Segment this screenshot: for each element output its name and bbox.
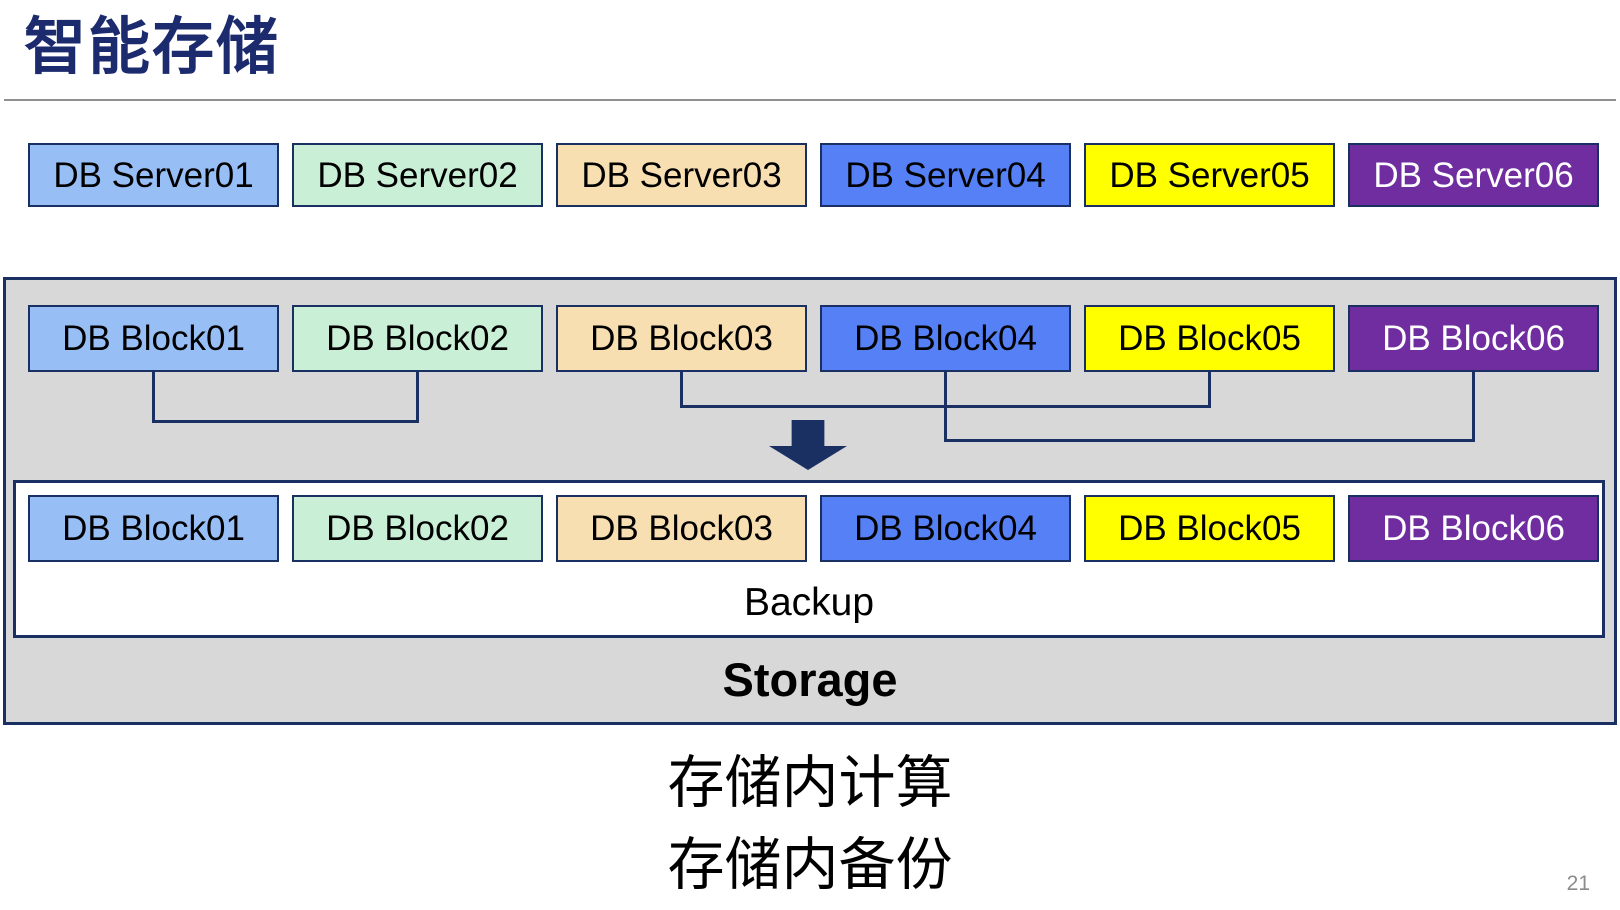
- title-divider: [4, 99, 1616, 101]
- caption-line-1: 存储内计算: [667, 751, 953, 815]
- box-db-block02-backup: DB Block02: [292, 495, 543, 562]
- storage-label: Storage: [722, 653, 898, 706]
- connector-b01-b02-left: [152, 372, 155, 423]
- connector-b03-b05-right: [1208, 372, 1211, 408]
- caption-line-2: 存储内备份: [667, 833, 953, 897]
- page-title: 智能存储: [24, 13, 281, 82]
- page-number: 21: [1566, 872, 1590, 895]
- box-db-block02-top: DB Block02: [292, 305, 543, 372]
- box-db-server05: DB Server05: [1084, 143, 1335, 207]
- backup-label: Backup: [743, 581, 875, 624]
- connector-b03-b05-left: [680, 372, 683, 408]
- box-db-block03-backup: DB Block03: [556, 495, 807, 562]
- connector-b01-b02-bar: [152, 420, 419, 423]
- box-db-block05-top: DB Block05: [1084, 305, 1335, 372]
- connector-b04-b06-left: [944, 372, 947, 442]
- box-db-block04-top: DB Block04: [820, 305, 1071, 372]
- box-db-block03-top: DB Block03: [556, 305, 807, 372]
- box-db-block05-backup: DB Block05: [1084, 495, 1335, 562]
- box-db-block01-top: DB Block01: [28, 305, 279, 372]
- box-db-server02: DB Server02: [292, 143, 543, 207]
- box-db-block06-top: DB Block06: [1348, 305, 1599, 372]
- box-db-server01: DB Server01: [28, 143, 279, 207]
- connector-b04-b06-right: [1472, 372, 1475, 442]
- box-db-block06-backup: DB Block06: [1348, 495, 1599, 562]
- caption: 存储内计算 存储内备份: [0, 742, 1620, 906]
- box-db-block01-backup: DB Block01: [28, 495, 279, 562]
- box-db-server04: DB Server04: [820, 143, 1071, 207]
- box-db-server03: DB Server03: [556, 143, 807, 207]
- box-db-block04-backup: DB Block04: [820, 495, 1071, 562]
- connector-b04-b06-bar: [944, 439, 1475, 442]
- box-db-server06: DB Server06: [1348, 143, 1599, 207]
- connector-b01-b02-right: [416, 372, 419, 423]
